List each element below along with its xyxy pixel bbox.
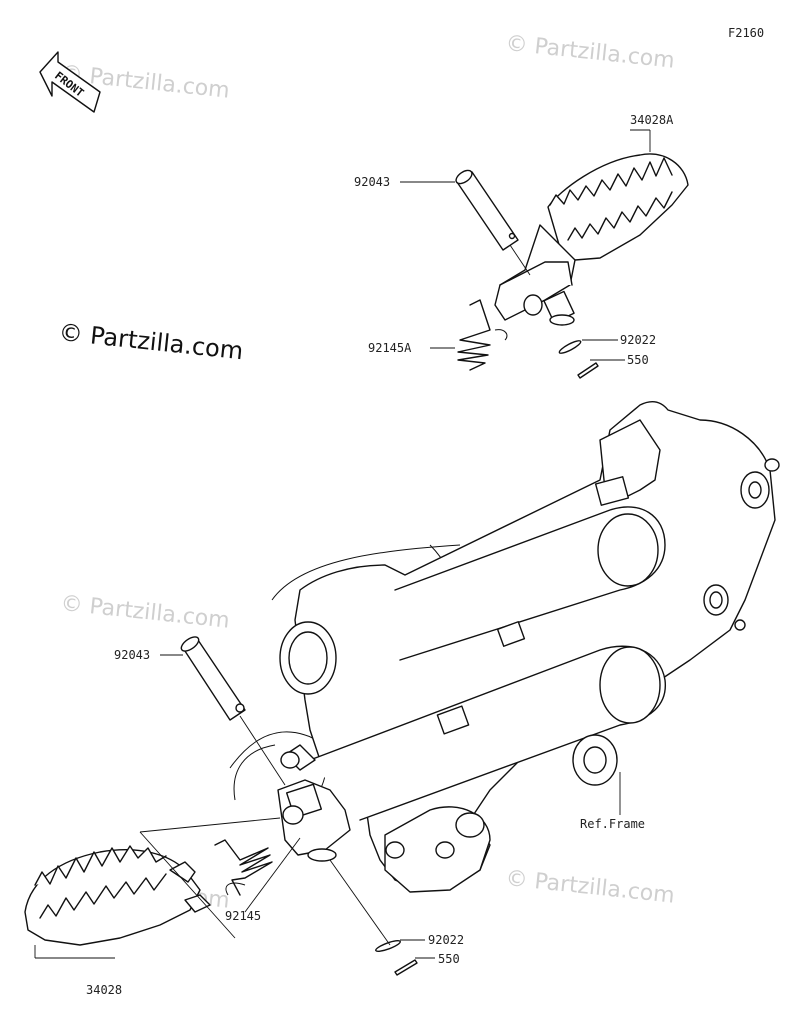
callout-92043-upper: 92043 — [354, 175, 390, 189]
watermark-top-right: © Partzilla.com — [504, 31, 675, 74]
footpeg-left-drawing — [24, 636, 418, 976]
callout-550-upper: 550 — [627, 353, 649, 367]
callout-34028: 34028 — [86, 983, 122, 997]
figure-id: F2160 — [728, 26, 764, 40]
callout-ref-frame: Ref.Frame — [580, 817, 645, 831]
callout-labels: 34028A 92043 92145A 92022 550 92043 9214… — [86, 113, 674, 997]
callout-92022-lower: 92022 — [428, 933, 464, 947]
callout-550-lower: 550 — [438, 952, 460, 966]
frame-drawing — [229, 401, 780, 893]
footpeg-right-drawing — [455, 153, 689, 379]
front-arrow-icon: FRONT — [39, 51, 101, 113]
callout-92022-upper: 92022 — [620, 333, 656, 347]
watermark-main: © Partzilla.com — [57, 318, 244, 365]
leader-lines — [34, 129, 651, 959]
watermark-bottom-right: © Partzilla.com — [504, 866, 675, 909]
callout-92145: 92145 — [225, 909, 261, 923]
callout-92145A: 92145A — [368, 341, 412, 355]
watermark-mid-left: © Partzilla.com — [59, 591, 230, 634]
callout-34028A: 34028A — [630, 113, 674, 127]
callout-92043-lower: 92043 — [114, 648, 150, 662]
